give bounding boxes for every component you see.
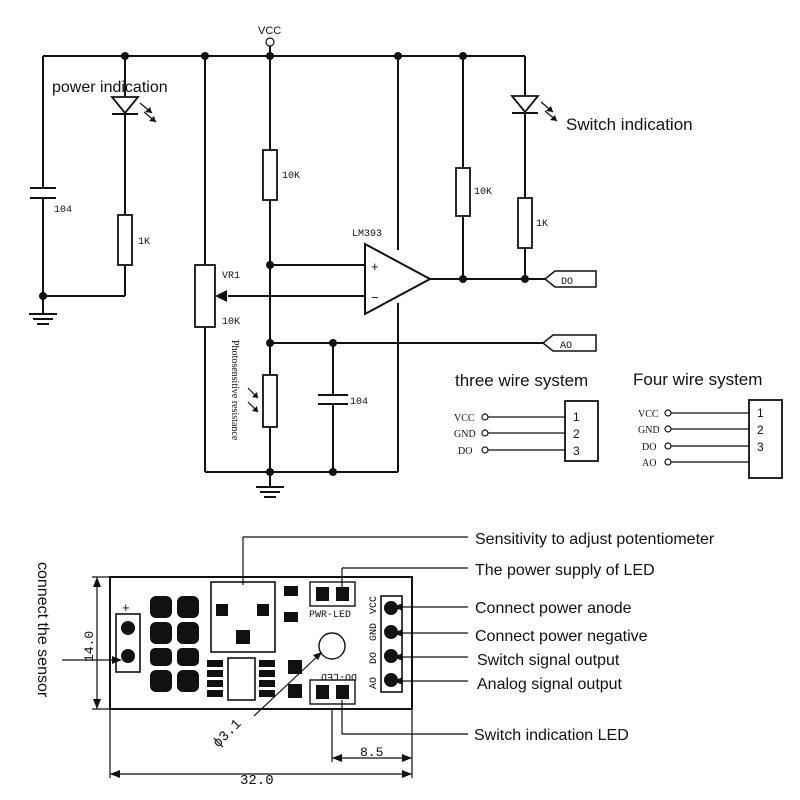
svg-text:3: 3 xyxy=(757,440,764,454)
callout-sensitivity: Sensitivity to adjust potentiometer xyxy=(475,531,715,548)
svg-text:3: 3 xyxy=(573,444,580,458)
power-led-symbol xyxy=(110,96,140,115)
vcc-label: VCC xyxy=(258,25,281,37)
three-wire-title: three wire system xyxy=(455,371,588,390)
do-tag xyxy=(543,270,597,288)
photo-label: Photosensitive resistance xyxy=(229,340,240,441)
switch-led-symbol xyxy=(510,95,540,114)
sensor-hole xyxy=(318,632,346,660)
r-right2 xyxy=(517,197,533,249)
pin-vcc-label: VCC xyxy=(369,596,380,614)
dim-offset: 8.5 xyxy=(360,745,383,760)
cap-bottom-label: 104 xyxy=(350,397,368,408)
callout-analog-out: Analog signal output xyxy=(477,676,623,693)
do-led-label: DO-LED xyxy=(321,670,357,681)
pin-do-label: DO xyxy=(369,652,380,664)
opamp-minus: − xyxy=(371,290,379,305)
four-wire-system: Four wire system VCC GND DO AO 1 2 3 xyxy=(633,370,783,479)
cap-left-label: 104 xyxy=(54,205,72,216)
svg-text:1: 1 xyxy=(757,406,764,420)
board-plus: + xyxy=(122,600,130,615)
callouts: Sensitivity to adjust potentiometer The … xyxy=(242,531,715,744)
r-right1 xyxy=(455,167,471,217)
ic-lm393-footprint xyxy=(227,657,256,701)
dim-height: 14.0 xyxy=(82,631,97,662)
photoresistor xyxy=(262,374,278,428)
svg-text:AO: AO xyxy=(642,458,656,469)
callout-power-led: The power supply of LED xyxy=(475,562,655,579)
three-wire-system: three wire system VCC GND DO 1 2 3 xyxy=(454,371,599,462)
svg-text:VCC: VCC xyxy=(454,413,475,424)
vr1-name: VR1 xyxy=(222,271,240,282)
svg-text:GND: GND xyxy=(454,429,476,440)
pin-header xyxy=(380,595,403,693)
lm393-label: LM393 xyxy=(352,229,382,240)
connect-sensor-label: connect the sensor xyxy=(34,562,51,698)
switch-indication-label: Switch indication xyxy=(566,115,693,134)
four-wire-title: Four wire system xyxy=(633,370,762,389)
svg-text:1: 1 xyxy=(573,410,580,424)
pwr-led-label: PWR-LED xyxy=(309,610,351,621)
callout-switch-led: Switch indication LED xyxy=(474,727,629,744)
svg-text:2: 2 xyxy=(757,423,764,437)
pin-gnd-label: GND xyxy=(369,623,380,641)
r-right1-label: 10K xyxy=(474,187,492,198)
r-mid-label: 10K xyxy=(282,171,300,182)
ao-tag xyxy=(541,334,597,352)
callout-anode: Connect power anode xyxy=(475,600,632,617)
r-mid xyxy=(262,149,278,201)
svg-text:GND: GND xyxy=(638,425,660,436)
callout-switch-out: Switch signal output xyxy=(477,652,620,669)
svg-text:DO: DO xyxy=(561,277,573,288)
svg-text:DO: DO xyxy=(458,446,472,457)
svg-text:DO: DO xyxy=(642,442,656,453)
svg-text:2: 2 xyxy=(573,427,580,441)
opamp-plus: + xyxy=(371,259,379,274)
svg-text:VCC: VCC xyxy=(638,409,659,420)
r-left xyxy=(117,214,133,266)
pin-ao-label: AO xyxy=(369,677,380,689)
board-layout: + PWR-LED xyxy=(34,562,413,789)
dim-hole: ϕ3.1 xyxy=(210,716,245,751)
dim-width: 32.0 xyxy=(240,773,274,789)
lm393-comparator xyxy=(364,242,433,316)
r-left-label: 1K xyxy=(138,237,150,248)
callout-negative: Connect power negative xyxy=(475,628,648,645)
vr1-potentiometer xyxy=(194,264,216,328)
power-indication-label: power indication xyxy=(52,79,168,96)
vcc-terminal xyxy=(265,37,275,47)
r-right2-label: 1K xyxy=(536,219,548,230)
vr1-value: 10K xyxy=(222,317,240,328)
schematic: VCC 104 power indication 1K xyxy=(29,25,693,498)
svg-text:AO: AO xyxy=(560,341,572,352)
